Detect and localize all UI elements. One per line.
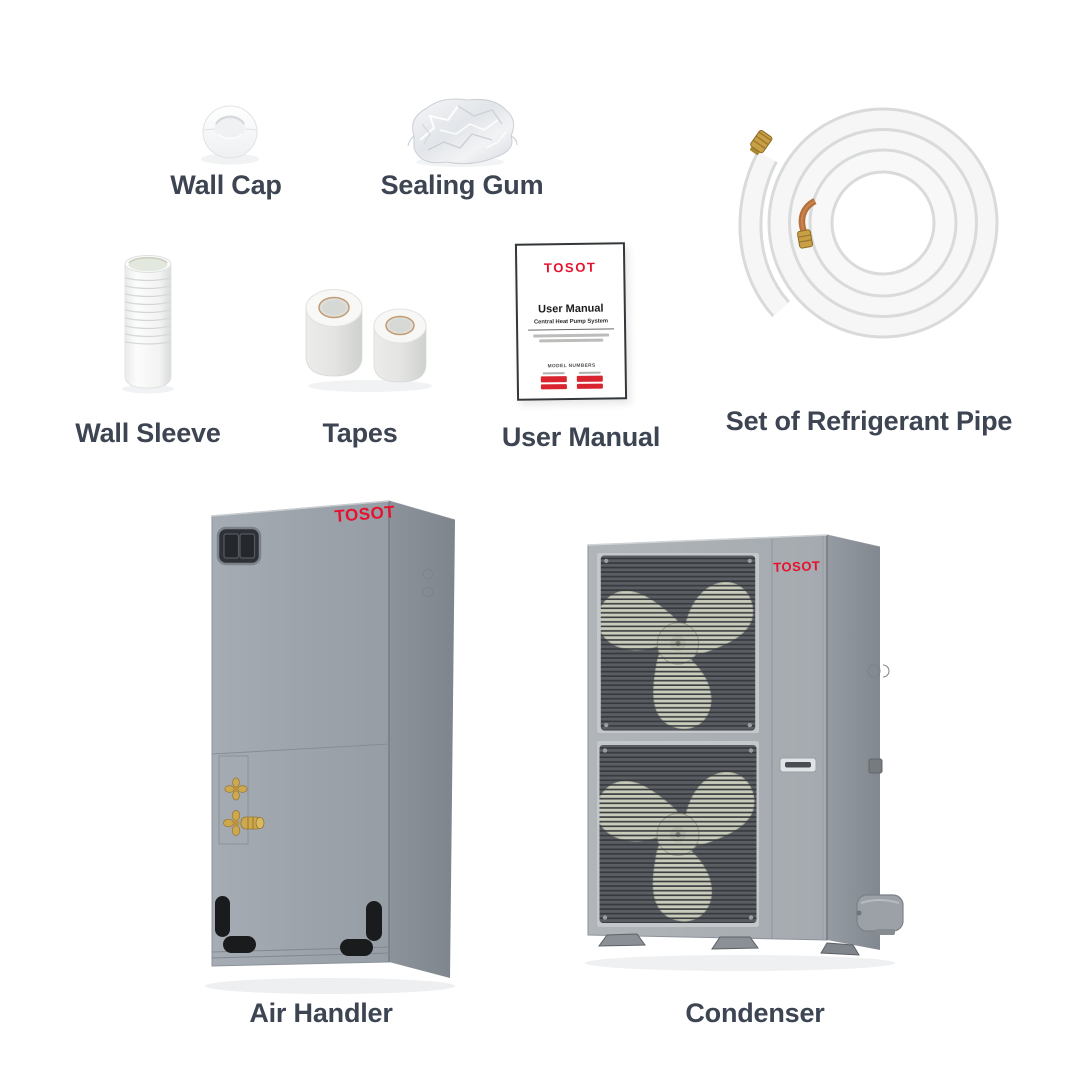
tapes-image — [305, 289, 432, 392]
user-manual-figure: TOSOT User Manual Central Heat Pump Syst… — [514, 242, 628, 401]
tape-roll-2 — [373, 308, 427, 383]
air-handler-image: TOSOT — [205, 500, 456, 994]
manual-divider — [527, 328, 615, 331]
sealing-gum-figure — [400, 90, 520, 170]
flare-nut-icon — [750, 129, 773, 155]
model-badge — [576, 375, 603, 382]
sealing-gum-image — [407, 98, 518, 167]
air-handler-label: Air Handler — [249, 998, 393, 1028]
refrigerant-pipe-label: Set of Refrigerant Pipe — [725, 406, 1013, 436]
air-handler-figure: TOSOT — [190, 492, 470, 997]
model-badge — [576, 383, 603, 389]
tapes-figure — [300, 286, 440, 394]
sealing-gum-label: Sealing Gum — [380, 170, 544, 200]
handle-slot — [779, 757, 817, 773]
model-column — [540, 371, 567, 389]
wall-sleeve-image — [122, 255, 174, 394]
manual-model-badges — [519, 371, 625, 389]
valve-cover — [856, 894, 904, 935]
condenser-tosot-logo: TOSOT — [773, 558, 821, 575]
manual-model-heading: MODEL NUMBERS — [547, 363, 596, 369]
manual-tosot-logo: TOSOT — [543, 259, 597, 276]
wall-sleeve-figure — [117, 248, 179, 396]
copper-elbow-icon — [797, 198, 817, 249]
wall-cap-label: Wall Cap — [170, 170, 282, 200]
knockout-ovals — [215, 896, 382, 956]
user-manual-label: User Manual — [501, 422, 661, 452]
handle-slot — [868, 758, 883, 774]
condenser-image: TOSOT — [585, 534, 904, 971]
manual-fineprint-line — [539, 338, 604, 342]
manual-title: User Manual — [538, 302, 604, 316]
wall-cap-image — [201, 105, 259, 165]
inspection-window — [216, 526, 262, 566]
tapes-label: Tapes — [322, 418, 398, 448]
refrigerant-pipe-figure — [715, 85, 1015, 360]
fan-grille-top — [588, 553, 758, 739]
condenser-figure: TOSOT — [575, 525, 910, 975]
model-badge — [540, 376, 567, 383]
refrigerant-pipe-image — [738, 107, 999, 339]
wall-cap-figure — [185, 96, 275, 171]
model-column-header — [578, 371, 601, 374]
air-handler-tosot-logo: TOSOT — [334, 502, 396, 526]
condenser-label: Condenser — [685, 998, 825, 1028]
manual-fineprint-line — [533, 333, 610, 338]
model-column — [576, 371, 603, 389]
mounting-feet — [598, 933, 860, 956]
manual-subtitle: Central Heat Pump System — [533, 318, 609, 326]
service-valve-icon — [223, 810, 265, 836]
model-badge — [540, 383, 567, 389]
fan-grille-bottom — [586, 743, 759, 932]
service-valve-icon — [224, 777, 248, 801]
wall-sleeve-label: Wall Sleeve — [75, 418, 221, 448]
tape-roll-1 — [305, 289, 363, 377]
model-column-header — [542, 371, 565, 375]
